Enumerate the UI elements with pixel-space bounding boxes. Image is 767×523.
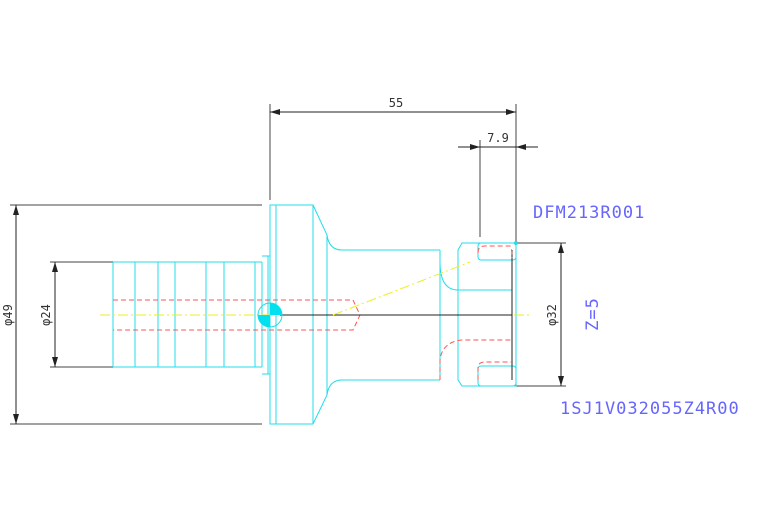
head-length-value: 7.9 (487, 131, 509, 145)
head-diameter-value: φ32 (545, 304, 559, 326)
shank-diameter-value: φ24 (39, 304, 53, 326)
dimension-head-length: 7.9 (458, 131, 538, 237)
flange-diameter-value: φ49 (1, 304, 15, 326)
reference-point (514, 241, 518, 245)
part-code-label: DFM213R001 (533, 203, 645, 223)
overall-length-value: 55 (389, 96, 403, 110)
dimension-shank-diameter: φ24 (39, 261, 113, 368)
dimension-head-diameter: φ32 (516, 242, 566, 387)
construction-line (332, 261, 471, 316)
dimension-flange-diameter: φ49 (1, 204, 262, 425)
article-number-label: 1SJ1V032055Z4R00 (560, 399, 740, 419)
dimension-overall-length: 55 (269, 96, 517, 244)
origin-symbol-icon (257, 302, 283, 328)
teeth-count-label: Z=5 (583, 297, 603, 331)
